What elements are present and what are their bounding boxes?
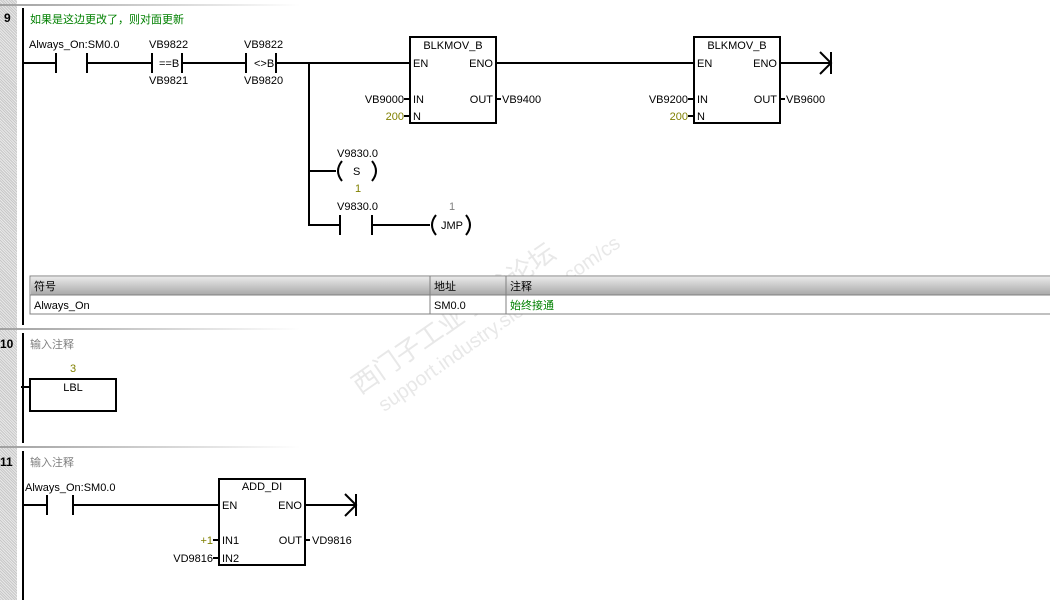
- network-comment[interactable]: 输入注释: [30, 455, 74, 469]
- network-separator: [0, 4, 300, 6]
- svg-text:JMP: JMP: [441, 220, 463, 232]
- svg-text:ENO: ENO: [753, 58, 777, 70]
- compare-contact-ne[interactable]: VB9822 <>B VB9820: [244, 39, 410, 87]
- network-gutter: [0, 0, 17, 600]
- svg-text:V9830.0: V9830.0: [337, 148, 378, 160]
- network-9[interactable]: 9 如果是这边更改了，则对面更新 Always_On:SM0.0 VB9822 …: [4, 11, 1050, 315]
- svg-text:<>B: <>B: [254, 58, 274, 70]
- svg-text:1: 1: [355, 183, 361, 195]
- svg-text:1: 1: [449, 201, 455, 213]
- svg-text:OUT: OUT: [470, 94, 494, 106]
- svg-text:始终接通: 始终接通: [510, 298, 554, 312]
- svg-text:S: S: [353, 166, 360, 178]
- svg-text:Always_On:SM0.0: Always_On:SM0.0: [29, 39, 119, 51]
- svg-text:200: 200: [386, 111, 404, 123]
- contact-always-on[interactable]: Always_On:SM0.0: [24, 482, 219, 515]
- svg-text:VB9821: VB9821: [149, 75, 188, 87]
- blkmov-block-2[interactable]: BLKMOV_B EN ENO IN OUT N VB9200 200 VB96…: [649, 36, 825, 124]
- lbl-block[interactable]: 3 LBL: [21, 363, 117, 412]
- svg-text:BLKMOV_B: BLKMOV_B: [423, 40, 482, 52]
- network-number: 11: [0, 455, 13, 469]
- svg-text:VB9820: VB9820: [244, 75, 283, 87]
- svg-text:符号: 符号: [34, 280, 56, 293]
- jmp-coil[interactable]: 1 JMP: [431, 201, 471, 236]
- network-number: 9: [4, 11, 11, 25]
- network-11[interactable]: 11 输入注释 Always_On:SM0.0 ADD_DI EN ENO IN…: [0, 455, 358, 566]
- add-di-block[interactable]: ADD_DI EN ENO IN1 IN2 OUT +1 VD9816 VD98…: [173, 478, 352, 566]
- svg-text:200: 200: [670, 111, 688, 123]
- svg-text:OUT: OUT: [279, 535, 303, 547]
- svg-text:SM0.0: SM0.0: [434, 300, 466, 312]
- svg-text:VD9816: VD9816: [312, 535, 352, 547]
- svg-text:N: N: [697, 111, 705, 123]
- blkmov-block-1[interactable]: BLKMOV_B EN ENO IN OUT N VB9000 200 VB94…: [365, 36, 541, 124]
- svg-text:VB9200: VB9200: [649, 94, 688, 106]
- svg-text:V9830.0: V9830.0: [337, 201, 378, 213]
- svg-text:IN1: IN1: [222, 535, 239, 547]
- svg-text:西门子工业 技术论坛: 西门子工业 技术论坛: [346, 237, 561, 400]
- svg-text:EN: EN: [222, 500, 237, 512]
- svg-text:ADD_DI: ADD_DI: [242, 481, 282, 493]
- symbol-table: 符号 地址 注释 Always_On SM0.0 始终接通: [29, 275, 1050, 315]
- svg-text:+1: +1: [200, 535, 213, 547]
- network-separator: [0, 446, 300, 448]
- svg-text:ENO: ENO: [278, 500, 302, 512]
- contact-always-on[interactable]: Always_On:SM0.0: [24, 39, 152, 73]
- svg-text:VB9600: VB9600: [786, 94, 825, 106]
- svg-text:3: 3: [70, 363, 76, 375]
- network-comment[interactable]: 输入注释: [30, 337, 74, 351]
- network-10[interactable]: 10 输入注释 3 LBL: [0, 337, 117, 412]
- svg-text:IN2: IN2: [222, 553, 239, 565]
- svg-text:VB9822: VB9822: [244, 39, 283, 51]
- contact-v9830[interactable]: V9830.0: [309, 201, 430, 235]
- rung-end-arrow: [305, 493, 358, 517]
- svg-text:EN: EN: [413, 58, 428, 70]
- svg-text:==B: ==B: [159, 58, 179, 70]
- svg-text:地址: 地址: [434, 279, 456, 293]
- svg-text:IN: IN: [413, 94, 424, 106]
- rung-end-arrow: [780, 51, 833, 75]
- svg-text:VB9000: VB9000: [365, 94, 404, 106]
- svg-text:OUT: OUT: [754, 94, 778, 106]
- svg-text:N: N: [413, 111, 421, 123]
- svg-text:VB9400: VB9400: [502, 94, 541, 106]
- svg-text:注释: 注释: [510, 279, 532, 293]
- compare-contact-eq[interactable]: VB9822 ==B VB9821: [149, 39, 246, 87]
- svg-text:LBL: LBL: [63, 382, 83, 394]
- svg-text:VB9822: VB9822: [149, 39, 188, 51]
- network-number: 10: [0, 337, 14, 351]
- svg-text:IN: IN: [697, 94, 708, 106]
- svg-text:BLKMOV_B: BLKMOV_B: [707, 40, 766, 52]
- network-separator: [0, 328, 300, 330]
- svg-text:Always_On: Always_On: [34, 300, 90, 312]
- svg-text:EN: EN: [697, 58, 712, 70]
- svg-text:support.industry.siemens.com/c: support.industry.siemens.com/cs: [375, 232, 625, 416]
- set-coil[interactable]: V9830.0 S 1: [309, 148, 378, 195]
- network-comment[interactable]: 如果是这边更改了，则对面更新: [30, 12, 184, 26]
- svg-text:Always_On:SM0.0: Always_On:SM0.0: [25, 482, 115, 494]
- svg-text:VD9816: VD9816: [173, 553, 213, 565]
- svg-text:ENO: ENO: [469, 58, 493, 70]
